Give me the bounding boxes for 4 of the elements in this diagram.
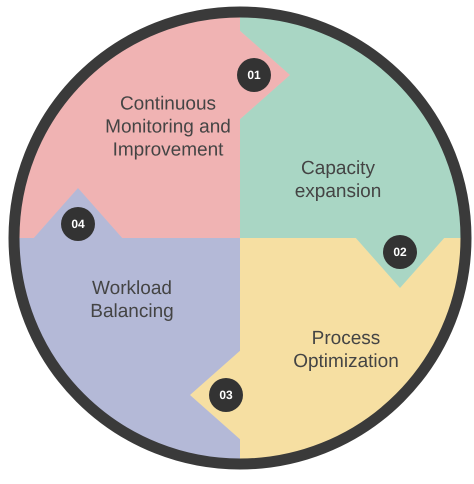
quadrant-label: Capacity expansion <box>294 157 382 203</box>
quadrant-label: Continuous Monitoring and Improvement <box>104 92 232 162</box>
quadrant-label: Workload Balancing <box>89 277 175 323</box>
quadrant-label: Process Optimization <box>292 327 400 373</box>
